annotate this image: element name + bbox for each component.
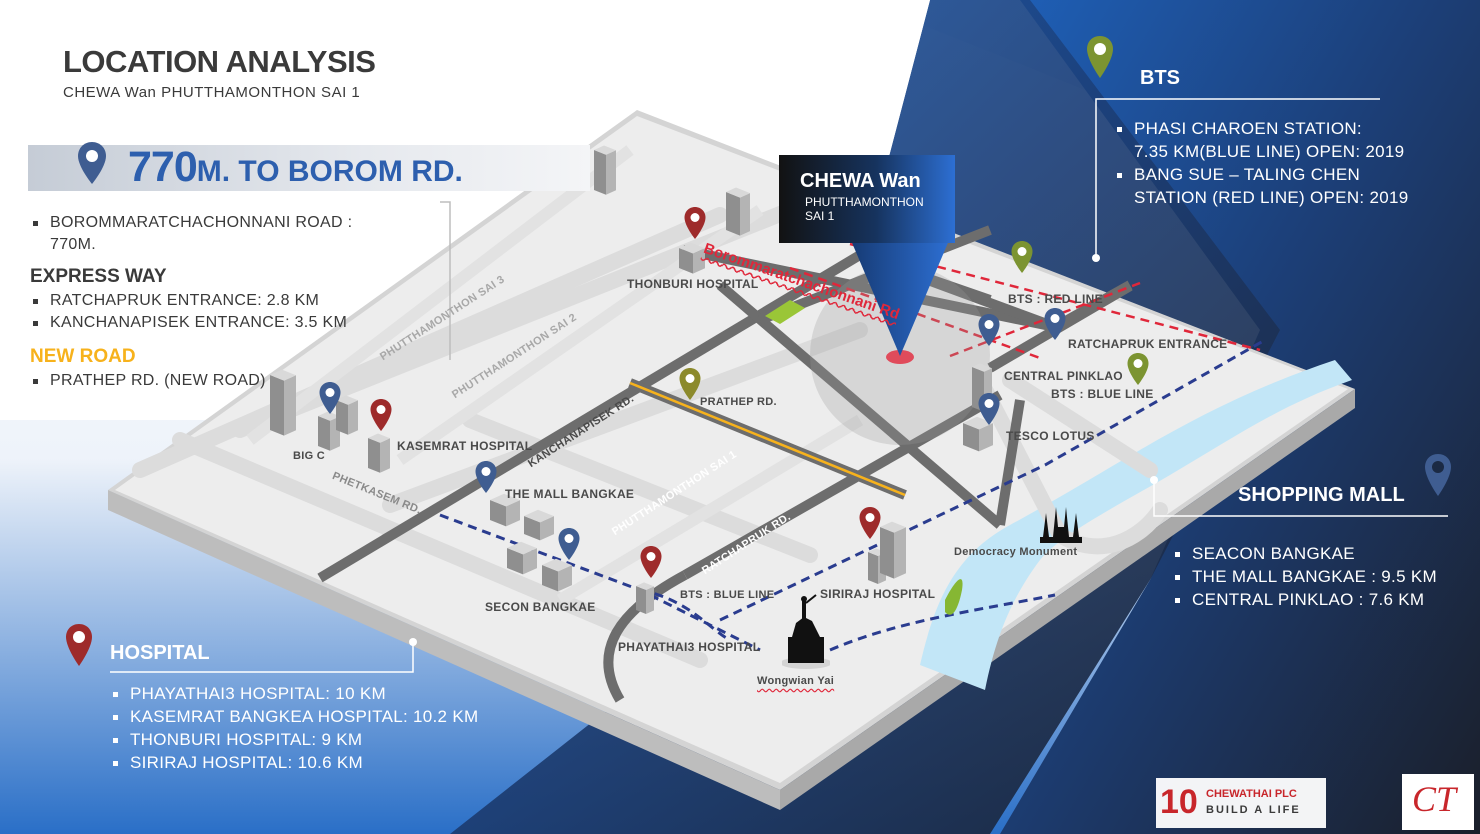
monogram-logo: CT [1402,774,1474,830]
map-label-secon-bangkae: SECON BANGKAE [485,600,596,614]
map-label-bts-red-line: BTS : RED LINE [1008,292,1103,306]
connector-line [440,201,451,360]
statue-icon [782,594,830,669]
map-label-the-mall-bangkae: THE MALL BANGKAE [505,487,635,501]
map-pin-icon [1087,36,1113,78]
list-item: PHAYATHAI3 HOSPITAL: 10 KM [110,682,478,705]
building-icon [368,433,390,473]
list-item: RATCHAPRUK ENTRANCE: 2.8 KM [30,290,347,312]
map-label-central-pinklao: CENTRAL PINKLAO [1004,369,1123,383]
map-pin-icon [679,368,701,400]
express-way-heading: EXPRESS WAY [30,266,167,287]
building-icon [507,541,537,575]
map-pin-icon [1425,454,1451,496]
map-label-kasemrat-hospital: KASEMRAT HOSPITAL [397,439,533,453]
building-icon [880,521,906,579]
list-item: PRATHEP RD. (NEW ROAD) [30,370,266,392]
building-icon [726,187,750,236]
building-icon [594,145,616,195]
anniversary-number: 10 [1160,783,1198,821]
map-pin-icon [319,382,341,414]
distance-unit-text: M. TO BOROM RD. [196,155,463,188]
express-way-list: RATCHAPRUK ENTRANCE: 2.8 KM KANCHANAPISE… [30,290,347,334]
company-tagline: BUILD A LIFE [1206,804,1301,816]
list-item: THE MALL BANGKAE : 9.5 KM [1172,565,1437,588]
page-subtitle: CHEWA Wan PHUTTHAMONTHON SAI 1 [63,84,361,101]
borom-info: BOROMMARATCHACHONNANI ROAD :770M. [30,212,450,256]
building-icon [524,509,554,541]
building-icon [542,558,572,592]
map-pin-icon [978,314,1000,346]
bts-heading: BTS [1140,67,1180,89]
map-pin-icon [78,142,106,184]
distance-value: 770 [128,143,198,191]
list-item: SIRIRAJ HOSPITAL: 10.6 KM [110,751,478,774]
page-title: LOCATION ANALYSIS [63,44,376,79]
map-label-prathep-rd: PRATHEP RD. [700,396,777,408]
list-item: KASEMRAT BANGKEA HOSPITAL: 10.2 KM [110,705,478,728]
map-pin-icon [859,507,881,539]
building-icon [636,582,654,614]
map-label-big-c: BIG C [293,450,326,462]
hospital-list: PHAYATHAI3 HOSPITAL: 10 KM KASEMRAT BANG… [110,682,478,774]
list-item: SEACON BANGKAE [1172,542,1437,565]
list-item: KANCHANAPISEK ENTRANCE: 3.5 KM [30,312,347,334]
hospital-heading: HOSPITAL [110,642,210,664]
bts-connector [1092,98,1380,262]
building-icon [336,395,358,435]
map-label-bts-blue-line: BTS : BLUE LINE [680,589,775,601]
list-item: CENTRAL PINKLAO : 7.6 KM [1172,588,1437,611]
shopping-connector [1150,476,1448,517]
map-label-bts-blue-line-top: BTS : BLUE LINE [1051,387,1154,401]
map-label-thonburi-hospital: THONBURI HOSPITAL [627,277,759,291]
borom-item: BOROMMARATCHACHONNANI ROAD :770M. [30,212,450,256]
company-logo [1156,778,1326,828]
building-icon [490,493,520,527]
hospital-connector [110,638,417,673]
map-pin-icon [978,393,1000,425]
map-label-democracy-monument: Democracy Monument [954,546,1078,558]
bts-list: PHASI CHAROEN STATION:7.35 KM(BLUE LINE)… [1114,117,1408,209]
building-icon [963,416,993,452]
company-name: CHEWATHAI PLC [1206,788,1297,800]
map-pin-icon [370,399,392,431]
distance-banner-band [28,145,590,191]
monument-icon [1040,507,1082,543]
monogram-text: CT [1412,779,1457,819]
map-pin-icon [558,528,580,560]
project-pointer [850,238,950,356]
project-name: CHEWA Wan [800,170,921,192]
map-label-siriraj-hospital: SIRIRAJ HOSPITAL [820,587,936,601]
map-label-ratchapruk-entrance: RATCHAPRUK ENTRANCE [1068,337,1228,351]
shopping-heading: SHOPPING MALL [1238,484,1405,506]
building-icon [270,369,296,436]
new-road-list: PRATHEP RD. (NEW ROAD) [30,370,266,392]
map-pin-icon [1044,308,1066,340]
distance-banner: 770M. TO BOROM RD. [128,143,463,192]
map-label-wongwian-yai: Wongwian Yai [757,675,835,687]
map-pin-icon [684,207,706,239]
map-pin-icon [1011,241,1033,273]
map-pin-icon [475,461,497,493]
map-pin-icon [66,624,92,666]
map-label-tesco-lotus: TESCO LOTUS [1006,429,1095,443]
shopping-list: SEACON BANGKAE THE MALL BANGKAE : 9.5 KM… [1172,542,1437,611]
new-road-heading: NEW ROAD [30,346,136,367]
map-pin-icon [640,546,662,578]
list-item: THONBURI HOSPITAL: 9 KM [110,728,478,751]
map-label-phayathai3-hospital: PHAYATHAI3 HOSPITAL [618,640,761,654]
company-logo-text: 10 CHEWATHAI PLC BUILD A LIFE [1158,780,1324,826]
map-pin-icon [1127,353,1149,385]
building-icon [679,242,705,274]
list-item: PHASI CHAROEN STATION:7.35 KM(BLUE LINE)… [1114,117,1408,163]
